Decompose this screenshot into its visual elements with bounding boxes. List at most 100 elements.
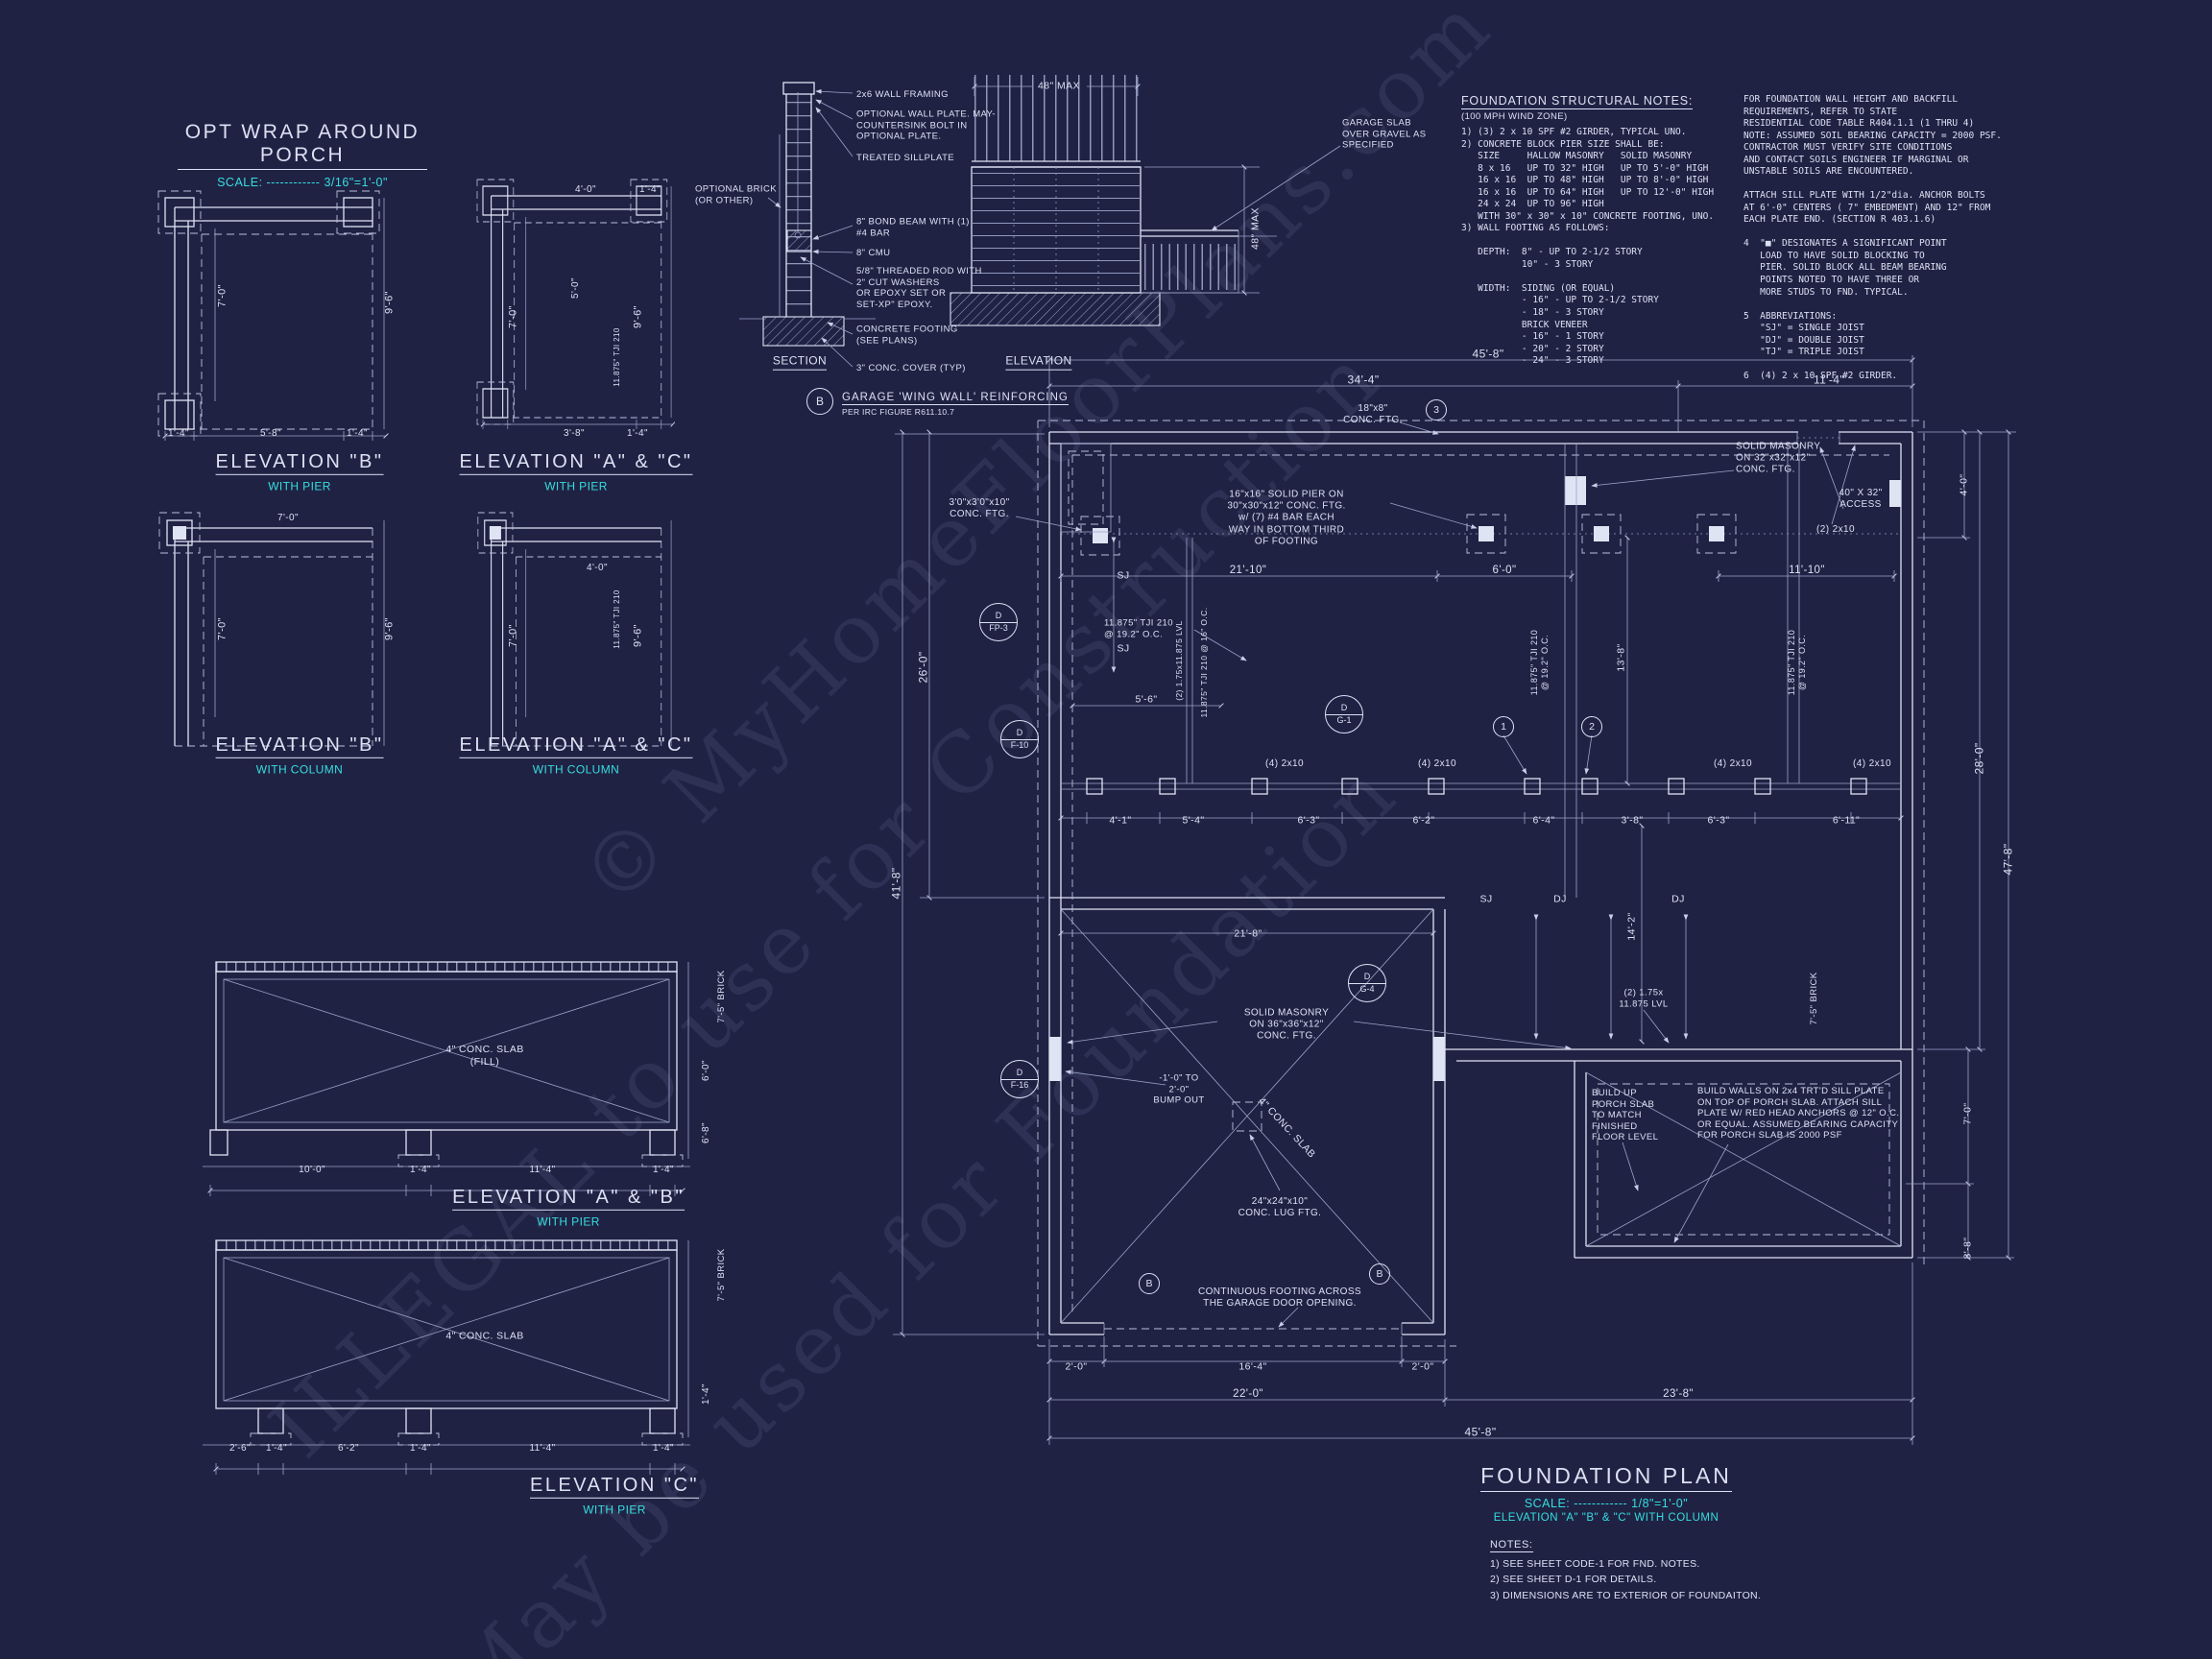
dim: 11'-4" (529, 1164, 556, 1175)
callout: 4" CONC. SLAB(FILL) (445, 1044, 524, 1068)
dim: 5'-8" (260, 427, 281, 439)
joist: SJ (1479, 893, 1493, 905)
bubble: 3 (1426, 399, 1447, 421)
title: SECTION (772, 354, 828, 371)
dim: 48" MAX (1038, 80, 1080, 92)
dim: 1'-4" (639, 183, 661, 195)
dim: 1'-4" (347, 427, 368, 439)
dim: 10'-0" (299, 1164, 325, 1175)
callout: 11.875" TJI 210@ 19.2" O.C. (1104, 617, 1173, 639)
subtitle: WITH PIER (583, 1503, 646, 1517)
callout: 3'0"x3'0"x10"CONC. FTG. (949, 496, 1010, 519)
joist: DJ (1553, 893, 1567, 905)
bubble: B (1369, 1263, 1390, 1285)
dim: 7'-5" BRICK (716, 970, 728, 1023)
dim: 6'-8" (700, 1122, 711, 1143)
dim: 7'-0" (507, 624, 519, 647)
dim: 9'-6" (632, 305, 644, 328)
joist: SJ (1117, 642, 1130, 655)
foundation-plan-scale: SCALE: ------------ 1/8"=1'-0" (1524, 1497, 1689, 1510)
dim: 6'-3" (1707, 814, 1730, 827)
subtitle: WITH COLUMN (532, 762, 620, 777)
dim: 6'-0" (700, 1060, 711, 1081)
dim: 48" MAX (1249, 207, 1262, 250)
subtitle: WITH PIER (537, 1214, 600, 1229)
structural-notes-header: FOUNDATION STRUCTURAL NOTES: (100 MPH WI… (1461, 92, 1694, 122)
detail-bubble: B (806, 388, 833, 415)
structural-notes-subtitle: (100 MPH WIND ZONE) (1461, 111, 1568, 122)
dim: 9'-6" (632, 624, 644, 647)
dim: 6'-0" (1492, 564, 1517, 576)
title: ELEVATION "C" (530, 1474, 699, 1500)
dim: 6'-2" (338, 1442, 359, 1454)
dim: 7'-0" (507, 305, 519, 328)
callout: (4) 2x10 (1418, 757, 1456, 769)
dim: 7'-0" (277, 512, 299, 523)
dim: 34'-4" (1347, 373, 1380, 387)
foundation-plan-title: FOUNDATION PLAN (1480, 1463, 1732, 1492)
callout: 8" CMU (856, 248, 891, 259)
callout: 11.875" TJI 210 @ 16" O.C. (1198, 607, 1209, 718)
dim: 6'-11" (1832, 814, 1861, 827)
callout: 40" X 32"ACCESS (1839, 487, 1883, 510)
title: ELEVATION "A" & "B" (452, 1186, 685, 1212)
dim: 14'-2" (1625, 912, 1638, 941)
notes-title: NOTES: (1490, 1539, 1533, 1552)
dim: 22'-0" (1233, 1387, 1263, 1400)
dim: 4'-0" (587, 562, 608, 573)
foundation-plan-elevation: ELEVATION "A" "B" & "C" WITH COLUMN (1493, 1512, 1719, 1524)
dim: 8'-8" (1961, 1237, 1974, 1260)
structural-notes-title: FOUNDATION STRUCTURAL NOTES: (1461, 94, 1694, 109)
title: ELEVATION "A" & "C" (459, 450, 693, 476)
dim: 7'-0" (216, 617, 228, 640)
porch-section-header: OPT WRAP AROUND PORCH SCALE: -----------… (178, 121, 427, 189)
dim: 28'-0" (1972, 742, 1986, 775)
wing-wall-note: B GARAGE 'WING WALL' REINFORCING PER IRC… (806, 388, 1069, 417)
subtitle: WITH PIER (268, 479, 331, 493)
dim: 6'-2" (1412, 814, 1435, 827)
dim: 1'-4" (653, 1442, 674, 1454)
dim: 6'-3" (1297, 814, 1320, 827)
porch-title: OPT WRAP AROUND PORCH (178, 121, 427, 170)
title: ELEVATION "B" (215, 733, 384, 759)
dim: 21'-8" (1234, 927, 1262, 940)
bubble: 1 (1493, 716, 1514, 737)
wing-wall-subtitle: PER IRC FIGURE R611.10.7 (842, 407, 955, 417)
callout: 18"x8"CONC. FTG. (1343, 402, 1403, 425)
dim: 13'-8" (1615, 643, 1627, 672)
dim: 4'-0" (575, 183, 596, 195)
dim: 7'-5" BRICK (716, 1248, 728, 1302)
dim: 11'-4" (1813, 373, 1845, 387)
bubble: B (1139, 1273, 1160, 1294)
callout: 24"x24"x10"CONC. LUG FTG. (1238, 1195, 1322, 1218)
dim: 1'-4" (410, 1164, 431, 1175)
dim: 6'-4" (1532, 814, 1555, 827)
foundation-plan-notes: NOTES: 1) SEE SHEET CODE-1 FOR FND. NOTE… (1429, 1535, 1784, 1603)
joist: SJ (1117, 569, 1130, 582)
dim: 5'-4" (1182, 814, 1205, 827)
callout: OPTIONAL WALL PLATE. MAY-COUNTERSINK BOL… (856, 108, 996, 142)
callout: 2x6 WALL FRAMING (856, 89, 949, 101)
dim: 4'-0" (1958, 473, 1970, 496)
dim: 21'-10" (1229, 564, 1267, 576)
callout: 3" CONC. COVER (TYP) (856, 363, 966, 374)
dim: 2'-6" (229, 1442, 251, 1454)
callout: (2) 2x10 (1816, 523, 1855, 535)
dim: 2'-0" (1065, 1360, 1088, 1373)
dim: 47'-8" (2001, 843, 2015, 876)
callout: OPTIONAL BRICK(OR OTHER) (695, 183, 777, 205)
